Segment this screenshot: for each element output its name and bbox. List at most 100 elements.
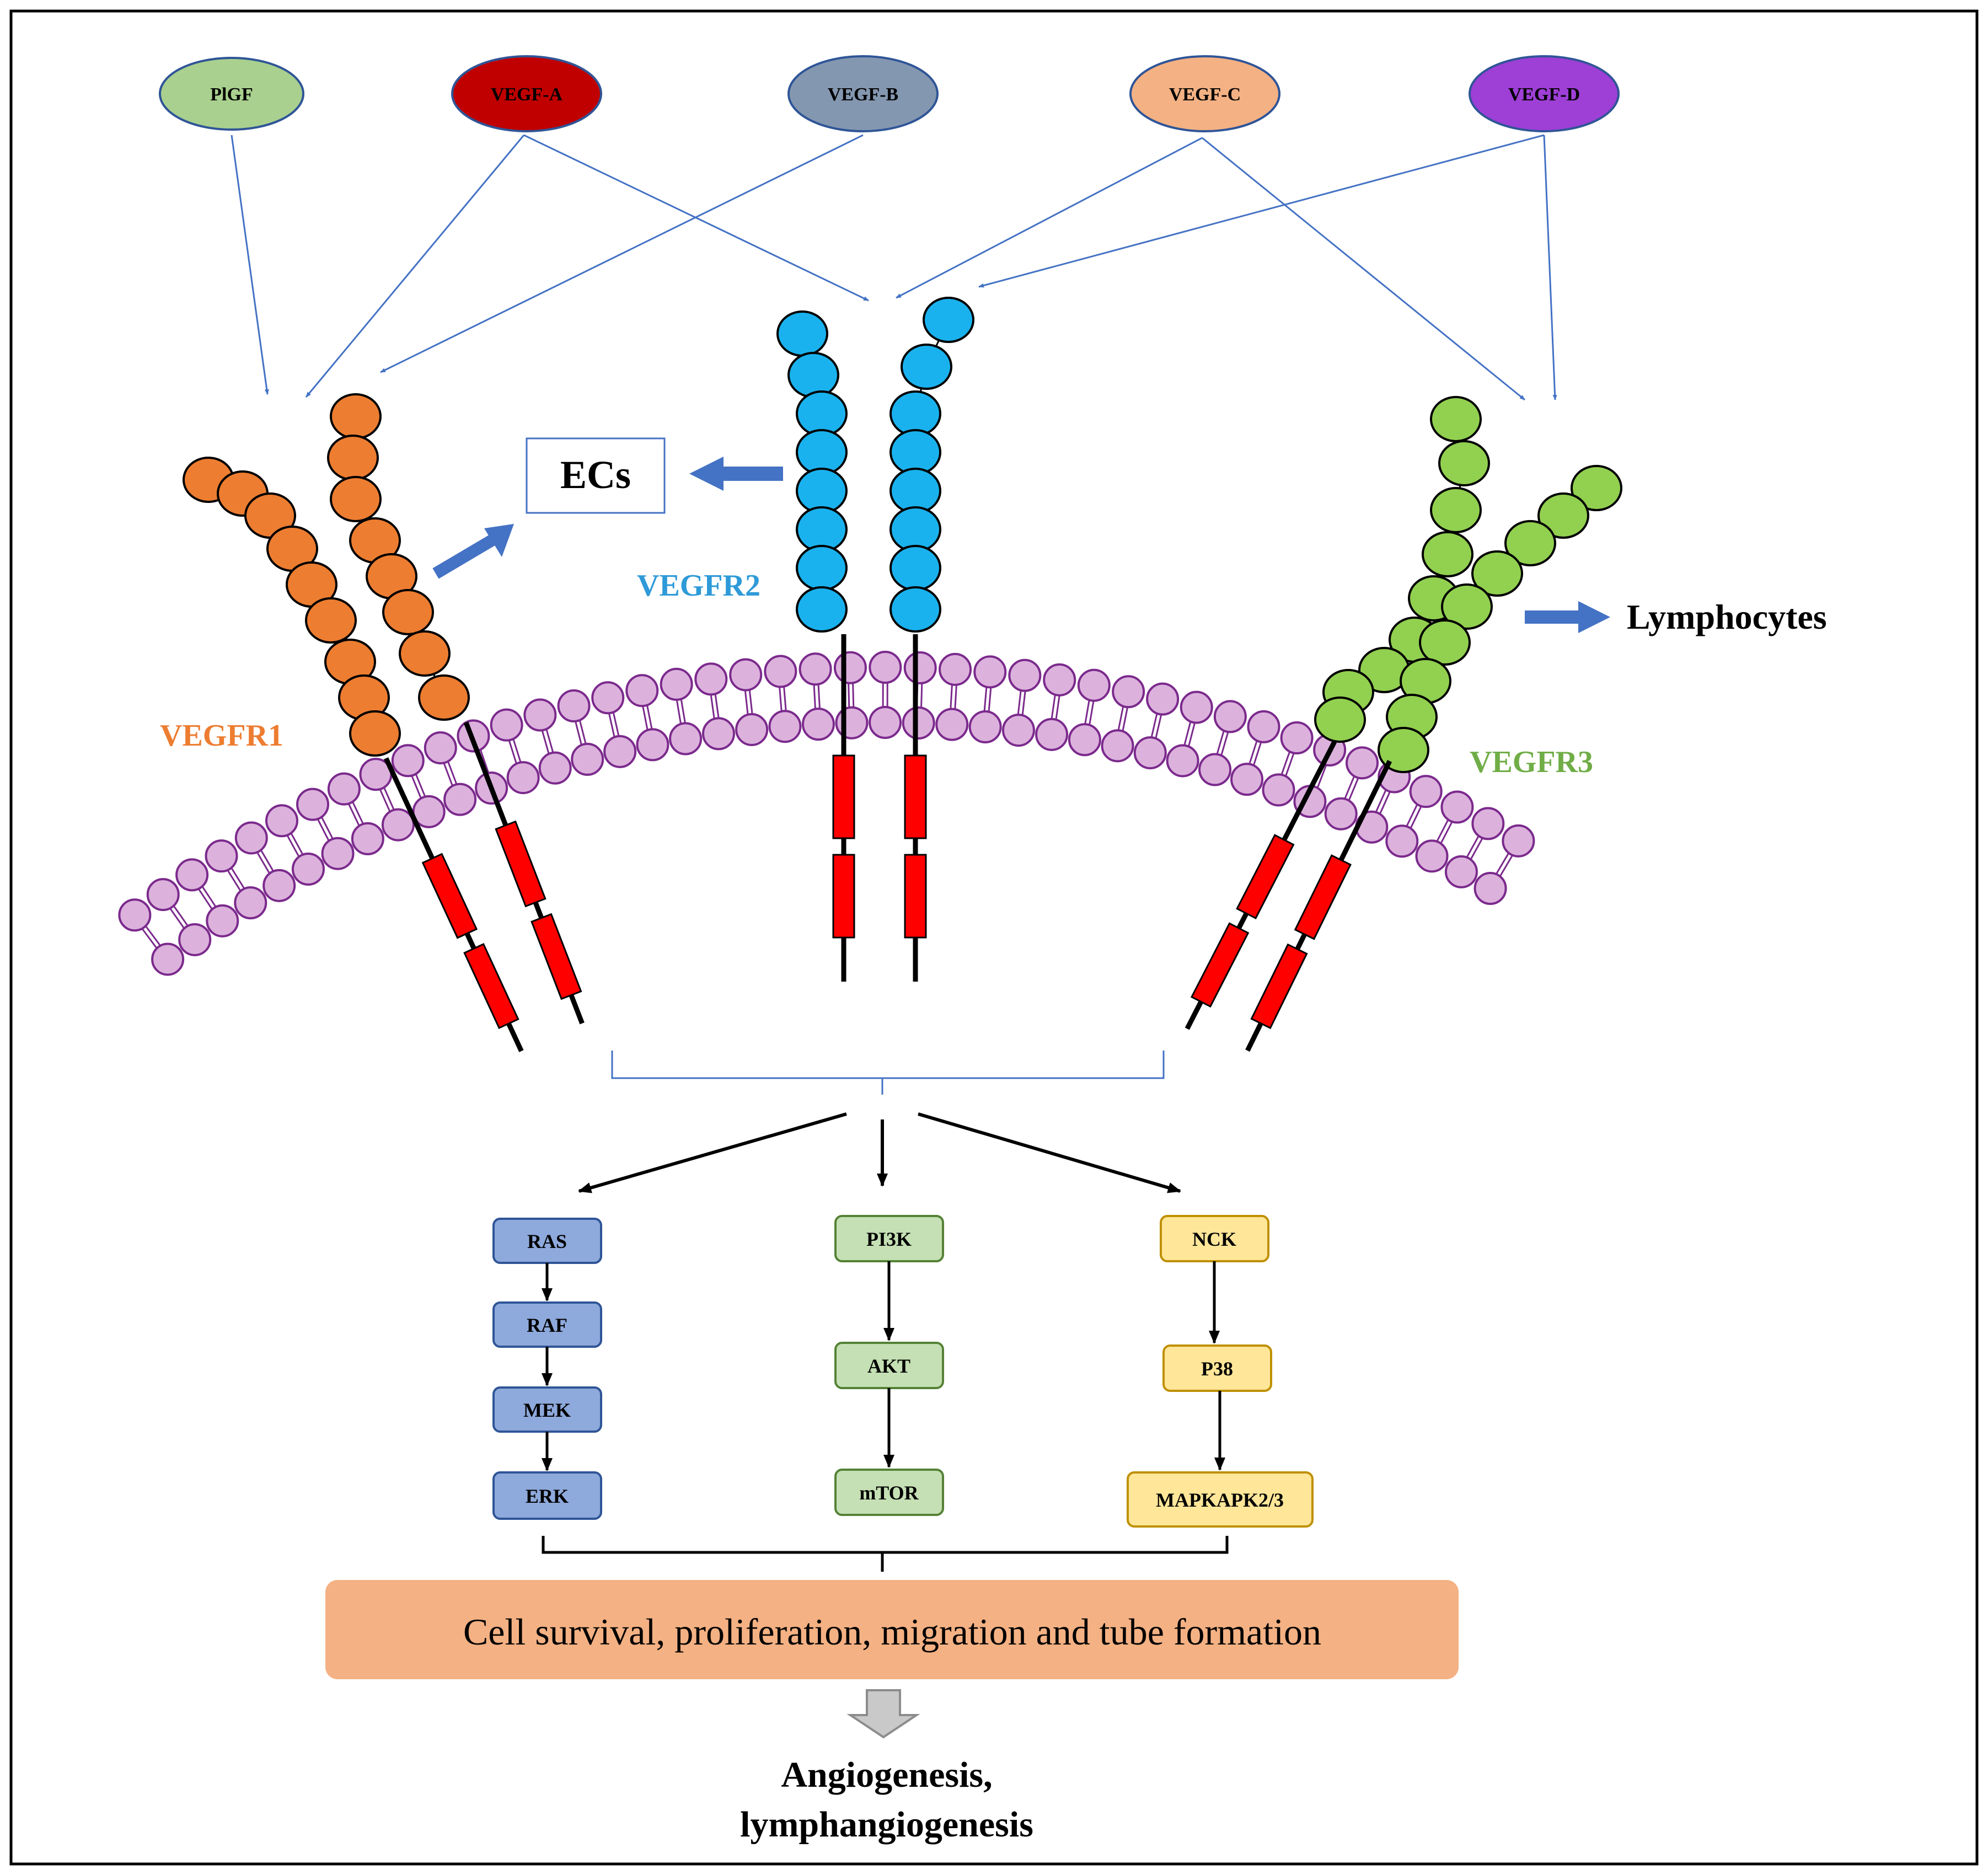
ig-domain: [349, 710, 401, 757]
receptor-stem: [1236, 912, 1249, 930]
vegfr3-receptor: [1185, 396, 1622, 1052]
lipid-head: [557, 689, 591, 723]
ig-domain: [1314, 697, 1366, 743]
ig-domain: [1438, 440, 1490, 486]
lipid-head: [1101, 729, 1134, 763]
akt-label: AKT: [867, 1355, 910, 1377]
lipid-head: [1146, 682, 1180, 716]
lipid-head: [729, 658, 763, 692]
lipid-head: [146, 878, 180, 912]
lipid-head: [1133, 736, 1167, 770]
lipid-head: [833, 651, 867, 684]
mapkapk-box: [1127, 1471, 1314, 1528]
lipid-head: [118, 898, 152, 932]
lipid-head: [151, 942, 185, 976]
receptor-convergence-bracket: [611, 1051, 1165, 1095]
arrow-vegfd-vegfr3: [1543, 135, 1557, 400]
ig-domain: [382, 589, 434, 635]
lipid-head: [1280, 721, 1314, 755]
lipid-head: [591, 681, 625, 715]
lipid-head: [1409, 775, 1443, 808]
receptor-stem: [1185, 1000, 1203, 1030]
receptors: [183, 297, 1622, 1052]
lipid-head: [735, 712, 769, 746]
ligand-vegf-b: VEGF-B: [787, 55, 939, 132]
lipid-head: [702, 717, 735, 751]
lipid-head: [801, 708, 835, 741]
lipid-head: [424, 731, 457, 765]
erk-box: [492, 1471, 602, 1520]
lipid-head: [490, 708, 523, 742]
ig-domain: [923, 297, 974, 343]
lipid-head: [291, 853, 325, 886]
lipid-head: [835, 706, 869, 740]
pathway-branch-arrows: [578, 1112, 1181, 1193]
branch-arrow-ras: [578, 1112, 847, 1193]
arrow-vegfc-vegfr2: [896, 137, 1203, 299]
ig-domain: [1571, 465, 1622, 511]
p38-label: P38: [1201, 1358, 1233, 1380]
ig-domain: [901, 344, 952, 390]
lipid-head: [1180, 690, 1213, 724]
final-outcome-line1: Angiogenesis,: [781, 1755, 992, 1795]
vegfr3-label: VEGFR3: [1470, 745, 1593, 779]
lipid-head: [973, 655, 1007, 689]
lipid-head: [1198, 753, 1232, 786]
receptor-stem: [506, 1022, 524, 1052]
plgf-label: PlGF: [210, 84, 253, 105]
lipid-head: [1324, 797, 1358, 831]
vegfr1-receptor: [183, 393, 585, 1052]
nck-label: NCK: [1192, 1228, 1236, 1250]
lipid-head: [603, 735, 637, 768]
vegf-b-label: VEGF-B: [828, 84, 898, 105]
ig-domain: [1422, 531, 1473, 577]
lipid-head: [571, 742, 604, 776]
lipid-head: [506, 761, 540, 795]
lipid-head: [391, 744, 425, 778]
ig-domain: [399, 630, 451, 677]
binding-arrows: [231, 134, 1557, 401]
receptor-stem: [569, 994, 585, 1025]
lipid-head: [351, 822, 384, 855]
ig-domain: [330, 393, 382, 440]
ig-domain: [1430, 396, 1482, 442]
lipid-head: [1346, 746, 1379, 780]
pathway-ras-raf-mek-erk: RAS RAF MEK ERK: [492, 1218, 602, 1520]
lipid-head: [234, 821, 268, 855]
outcome-box: [325, 1580, 1459, 1679]
kinase-domain: [832, 754, 855, 839]
ig-domain: [776, 310, 828, 357]
lipid-head: [669, 722, 703, 756]
receptor-stem: [1338, 760, 1392, 861]
lipid-head: [869, 651, 902, 684]
ig-domain: [796, 545, 848, 591]
receptor-stem: [383, 757, 435, 860]
lipid-head: [1068, 723, 1101, 757]
cell-membrane-bilayer: [118, 651, 1535, 976]
lipid-head: [1112, 675, 1145, 709]
lipid-head: [265, 804, 298, 838]
lipid-head: [296, 788, 330, 821]
lipid-head: [1001, 714, 1035, 747]
ig-domain: [1430, 487, 1482, 533]
ig-domain: [418, 674, 470, 721]
branch-arrow-nck: [918, 1112, 1181, 1193]
pi3k-label: PI3K: [866, 1228, 912, 1250]
lipid-head: [175, 858, 209, 892]
lipid-head: [939, 652, 972, 686]
lipid-head: [1077, 668, 1111, 702]
mek-label: MEK: [523, 1399, 571, 1421]
ig-domain: [1537, 492, 1589, 539]
ig-domain: [796, 586, 848, 633]
ligand-vegf-d: VEGF-D: [1469, 55, 1620, 132]
pathway-convergence-bracket: [542, 1536, 1229, 1572]
lipid-head: [1213, 700, 1247, 733]
lipid-head: [234, 886, 267, 920]
ligand-plgf: PlGF: [159, 57, 304, 131]
lipid-head: [694, 662, 728, 696]
receptor-stem: [464, 932, 476, 950]
kinase-domain: [1236, 834, 1295, 920]
vegf-c-ellipse: [1129, 55, 1280, 132]
kinase-domain: [1250, 943, 1308, 1030]
